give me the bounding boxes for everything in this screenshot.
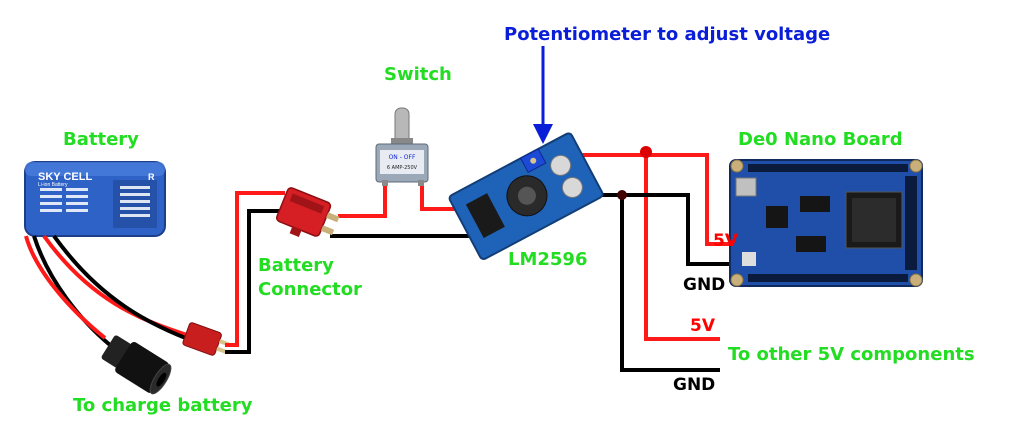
- de0-nano-board: [729, 159, 923, 287]
- lm2596-module: [448, 132, 604, 261]
- junction-dot-5v: [640, 146, 652, 158]
- regulator-label: LM2596: [508, 249, 587, 270]
- battery-dean-plug: [182, 322, 230, 356]
- battery-connector: [275, 187, 340, 238]
- wires: [225, 152, 748, 372]
- battery-subtitle: Li-ion Battery: [38, 182, 68, 188]
- switch-label: Switch: [384, 64, 452, 85]
- charge-jack: [101, 335, 172, 395]
- switch-plate-line2: 6 AMP-250V: [387, 165, 418, 171]
- battery-label: Battery: [63, 129, 139, 150]
- battery-connector-label-line1: Battery: [258, 255, 334, 276]
- battery-brand: SKY CELL: [38, 171, 92, 183]
- output-gnd-label: GND: [673, 375, 715, 395]
- junction-dot-gnd: [617, 190, 627, 200]
- output-5v-label: 5V: [690, 316, 716, 336]
- battery-badge: R: [148, 172, 155, 182]
- battery-connector-label-line2: Connector: [258, 279, 362, 300]
- battery-leads: [24, 234, 197, 347]
- toggle-switch: ON - OFF 6 AMP-250V: [375, 107, 429, 186]
- board-label: De0 Nano Board: [738, 129, 903, 150]
- potentiometer-arrow: [533, 46, 553, 144]
- other-components-label: To other 5V components: [728, 344, 975, 365]
- battery-pack: SKY CELL Li-ion Battery R: [24, 161, 166, 237]
- potentiometer-label: Potentiometer to adjust voltage: [504, 24, 830, 45]
- switch-plate-line1: ON - OFF: [389, 154, 416, 161]
- board-5v-label: 5V: [713, 231, 739, 251]
- board-gnd-label: GND: [683, 275, 725, 295]
- charge-battery-label: To charge battery: [73, 395, 253, 416]
